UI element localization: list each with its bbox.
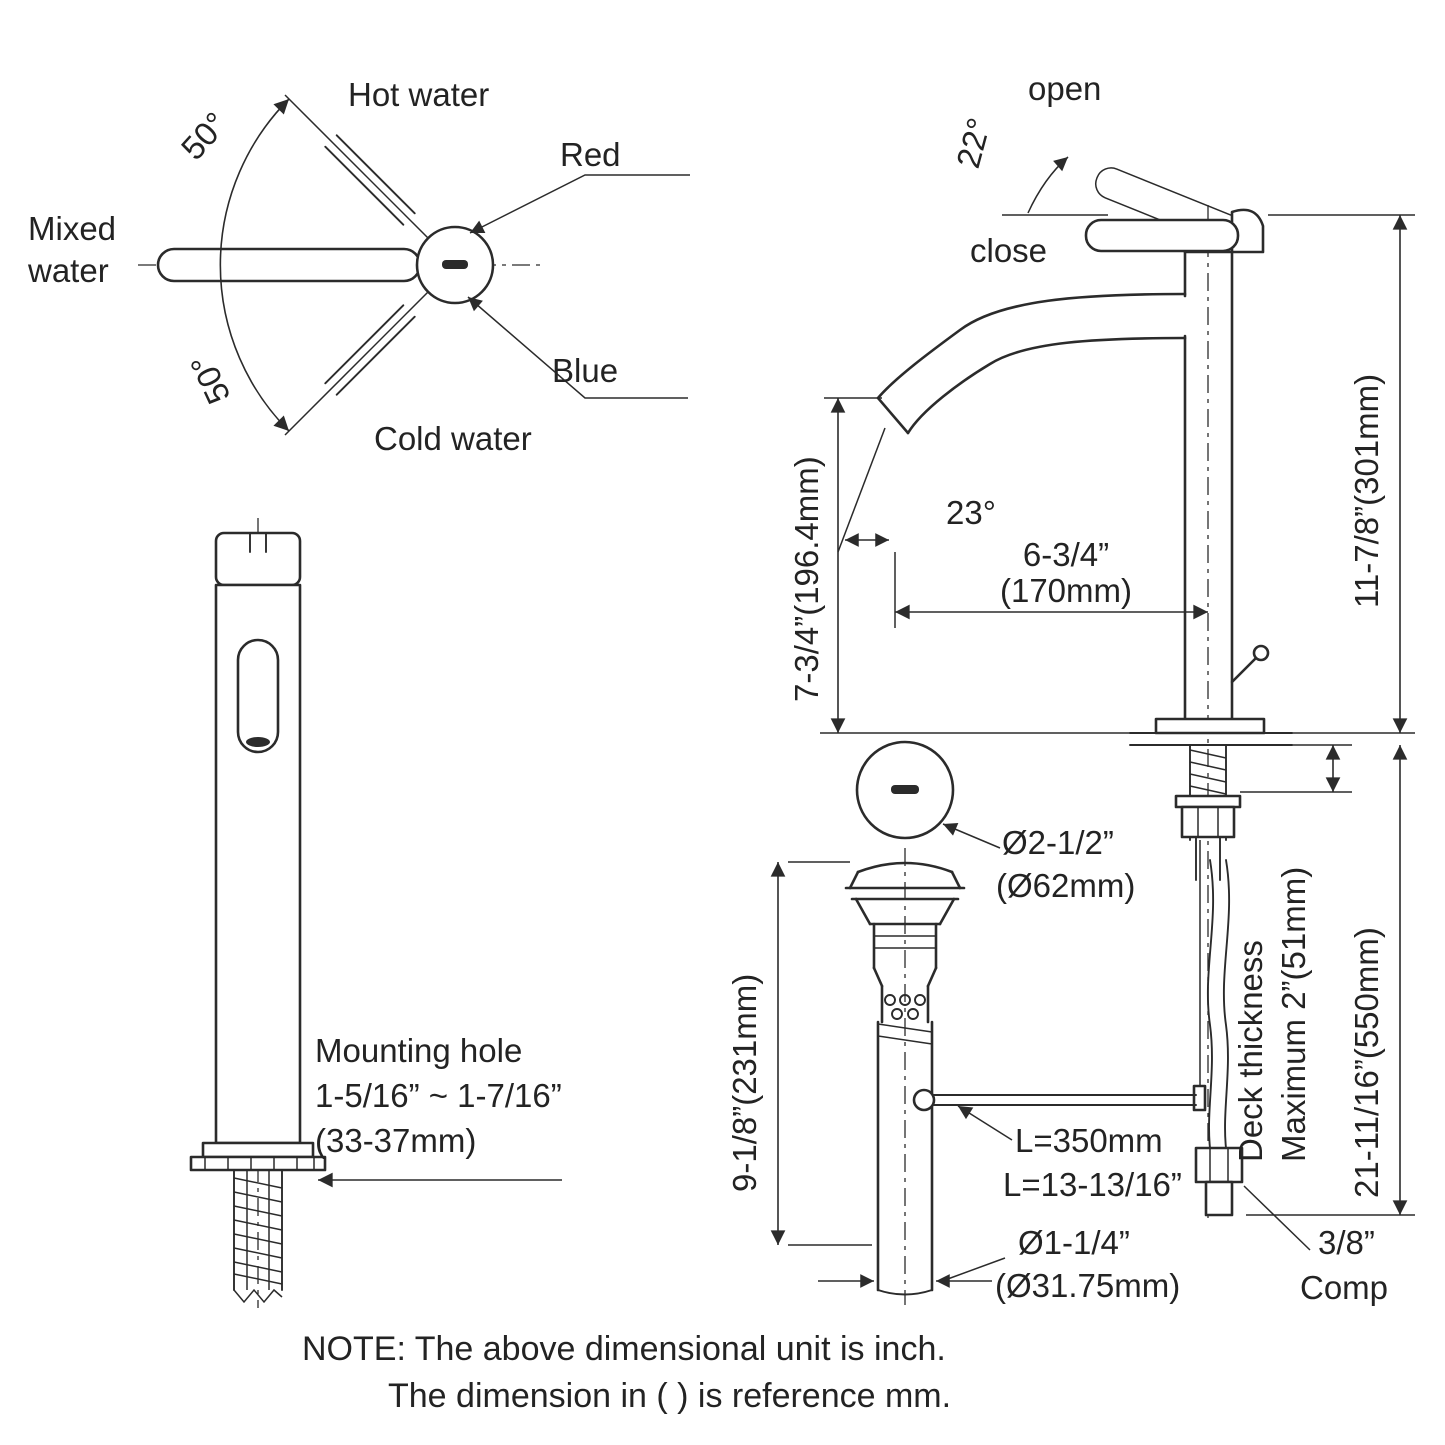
base-plate-knurling	[204, 1157, 315, 1170]
hose-in-label: L=13-13/16”	[1003, 1166, 1182, 1203]
dim-deck-thickness: Deck thickness Maximum 2”(51mm)	[1232, 744, 1352, 1162]
pipe-dia-in-label: Ø1-1/4”	[1018, 1224, 1130, 1261]
washer	[1174, 794, 1242, 809]
rotation-arc	[219, 98, 290, 432]
compression-tube	[1204, 1180, 1234, 1217]
supply-hose	[1194, 859, 1244, 1217]
dim-spout-reach: 6-3/4” (170mm)	[894, 536, 1208, 628]
drain-length-label: 9-1/8”(231mm)	[726, 974, 763, 1192]
faucet-body-side	[1183, 250, 1234, 721]
reach-mm-label: (170mm)	[1000, 572, 1132, 609]
blue-leader	[467, 296, 688, 399]
hot-direction-line	[284, 94, 429, 239]
open-angle-arc	[1027, 156, 1069, 214]
red-leader	[469, 174, 690, 234]
shank-thread-hatch	[1189, 749, 1227, 795]
mixed-water-label-line2: water	[27, 252, 109, 289]
spout-angle-label: 23°	[946, 494, 996, 531]
drain-slot	[891, 785, 919, 794]
popup-drain	[844, 848, 966, 1305]
spout	[876, 292, 1187, 435]
lever-pivot-cap	[1230, 208, 1265, 254]
mounting-shank	[233, 1169, 283, 1304]
callout-comp: 3/8” Comp	[1243, 1185, 1388, 1306]
note-line1: NOTE: The above dimensional unit is inch…	[302, 1330, 946, 1368]
callout-rod-length: L=350mm L=13-13/16”	[957, 1105, 1182, 1203]
stream-line	[837, 427, 886, 553]
blue-label: Blue	[552, 352, 618, 389]
red-label: Red	[560, 136, 621, 173]
note-block: NOTE: The above dimensional unit is inch…	[302, 1330, 951, 1415]
dim-total-height: 11-7/8”(301mm)	[1268, 214, 1415, 734]
cold-direction-line	[284, 291, 429, 436]
deck-thickness-label-line2: Maximum 2”(51mm)	[1275, 867, 1312, 1162]
deck-thickness-label-line1: Deck thickness	[1232, 940, 1269, 1162]
base-flange	[201, 1141, 315, 1159]
spout-face	[876, 396, 910, 435]
callout-pipe-diameter: Ø1-1/4” (Ø31.75mm)	[818, 1224, 1180, 1304]
aerator-dot	[246, 737, 270, 747]
mixed-water-label-line1: Mixed	[28, 210, 116, 247]
pivot-ball	[912, 1088, 936, 1112]
drain-dia-mm-label: (Ø62mm)	[996, 867, 1135, 904]
handle-mixed-position	[156, 247, 422, 283]
reach-in-label: 6-3/4”	[1023, 536, 1109, 573]
mounting-hole-label-line2: 1-5/16” ~ 1-7/16”	[315, 1077, 562, 1114]
overflow-holes	[884, 994, 926, 1020]
lift-rod-knob	[1252, 644, 1270, 662]
lever-closed	[1084, 218, 1240, 253]
dim-drain-length: 9-1/8”(231mm)	[726, 861, 872, 1246]
drain-dia-in-label: Ø2-1/2”	[1002, 824, 1114, 861]
deck-flange	[1154, 717, 1266, 735]
open-angle-label: 22°	[949, 114, 998, 172]
below-deck-hardware	[1174, 744, 1242, 881]
spout-height-label: 7-3/4”(196.4mm)	[788, 456, 825, 702]
rod-connector	[1192, 1084, 1207, 1112]
open-label: open	[1028, 70, 1101, 107]
dim-below-height: 21-11/16”(550mm)	[1246, 745, 1415, 1216]
handle-cold-position	[324, 304, 416, 396]
comp-label: Comp	[1300, 1269, 1388, 1306]
angle-hot-label: 50°	[174, 105, 235, 167]
base-plate	[189, 1155, 327, 1172]
total-height-label: 11-7/8”(301mm)	[1348, 374, 1385, 608]
break-line	[233, 1288, 283, 1304]
top-view-diagram: Hot water Red Mixed water Blue Cold wate…	[27, 76, 690, 457]
thread-hatch	[233, 1177, 283, 1285]
drain-top-view	[855, 740, 955, 840]
pipe-dia-mm-label: (Ø31.75mm)	[995, 1267, 1180, 1304]
below-height-label: 21-11/16”(550mm)	[1348, 927, 1385, 1198]
lift-rod	[1230, 656, 1258, 684]
hot-water-label: Hot water	[348, 76, 489, 113]
spout-angle-annotation: 23°	[837, 427, 996, 553]
callout-drain-diameter: Ø2-1/2” (Ø62mm)	[942, 822, 1135, 904]
faucet-cap	[214, 531, 302, 587]
mounting-nut	[1180, 805, 1236, 839]
valve-slot	[442, 260, 468, 269]
angle-cold-label: 50°	[183, 349, 238, 410]
cold-water-label: Cold water	[374, 420, 532, 457]
mounting-hole-label-line3: (33-37mm)	[315, 1122, 476, 1159]
mounting-hole-label-line1: Mounting hole	[315, 1032, 522, 1069]
side-view-diagram: open close 22°	[726, 70, 1415, 1306]
tailpipe-thread-hatch	[877, 1023, 933, 1045]
handle-hot-position	[324, 134, 416, 226]
front-view-diagram: Mounting hole 1-5/16” ~ 1-7/16” (33-37mm…	[189, 518, 562, 1308]
comp-size-label: 3/8”	[1318, 1224, 1375, 1261]
close-label: close	[970, 232, 1047, 269]
note-line2: The dimension in ( ) is reference mm.	[388, 1377, 951, 1415]
dim-spout-height: 7-3/4”(196.4mm)	[788, 397, 1130, 734]
hose-mm-label: L=350mm	[1015, 1122, 1163, 1159]
spout-opening	[236, 638, 280, 754]
tailpipe-end	[877, 1289, 933, 1296]
